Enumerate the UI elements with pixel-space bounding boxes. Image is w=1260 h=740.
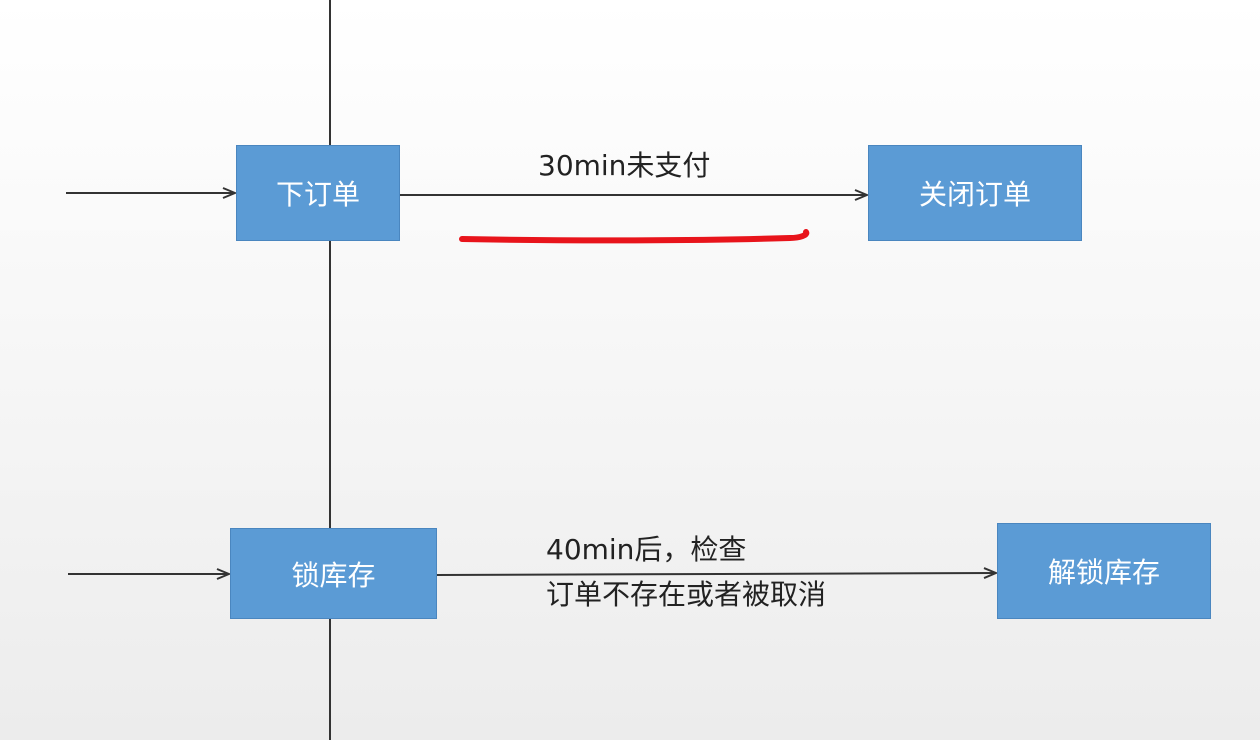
- node-lock-stock[interactable]: 锁库存: [230, 528, 437, 619]
- node-lock-stock-label: 锁库存: [291, 558, 376, 592]
- edge-label-stock-check-line2: 订单不存在或者被取消: [546, 578, 827, 611]
- arrow-lock-stock-to-unlock-stock: [436, 573, 996, 575]
- node-close-order-label: 关闭订单: [918, 178, 1031, 211]
- node-unlock-stock[interactable]: 解锁库存: [997, 523, 1211, 619]
- edge-label-stock-check-line1: 40min后，检查: [546, 533, 747, 566]
- node-place-order[interactable]: 下订单: [236, 145, 400, 241]
- node-unlock-stock-label: 解锁库存: [1047, 556, 1160, 589]
- edge-label-order-timeout: 30min未支付: [538, 149, 711, 182]
- node-place-order-label: 下订单: [275, 178, 360, 211]
- node-close-order[interactable]: 关闭订单: [868, 145, 1082, 241]
- red-highlight-underline: [459, 229, 810, 244]
